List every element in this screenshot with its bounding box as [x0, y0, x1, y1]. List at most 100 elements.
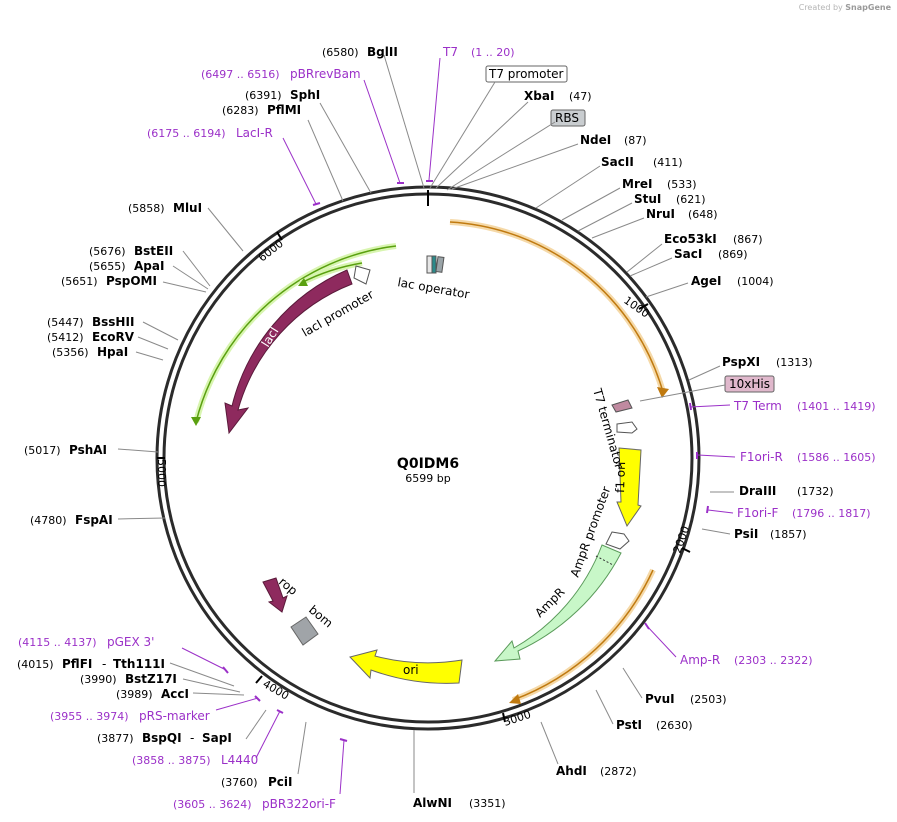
- enzyme-name-bstz17i[interactable]: BstZ17I: [125, 672, 177, 686]
- enzyme-name-psii[interactable]: PsiI: [734, 527, 758, 541]
- enzyme-name-ecorv[interactable]: EcoRV: [92, 330, 135, 344]
- primer-name-t7[interactable]: T7: [442, 45, 458, 59]
- enzyme-name-bsteii[interactable]: BstEII: [134, 244, 173, 258]
- t7-promoter-box[interactable]: [485, 65, 568, 83]
- enzyme-name-ahdi[interactable]: AhdI: [556, 764, 587, 778]
- leader-pvui: [622, 667, 643, 699]
- primer-name-t7-term[interactable]: T7 Term: [733, 399, 782, 413]
- primer-leader-laci-r: [282, 137, 317, 205]
- t7-terminator-feature[interactable]: [616, 421, 638, 434]
- leader-mrei: [561, 187, 621, 221]
- enzyme-name-ndei[interactable]: NdeI: [580, 133, 611, 147]
- enzyme-name-pshai[interactable]: PshAI: [69, 443, 107, 457]
- rbs-feature[interactable]: [435, 256, 445, 273]
- primer-name-f1ori-f[interactable]: F1ori-F: [737, 506, 778, 520]
- lac-operator-feature[interactable]: [431, 255, 437, 274]
- orf-arc-left-outer: [195, 245, 397, 423]
- leader-bsshii: [142, 321, 179, 341]
- enzyme-name-sphi[interactable]: SphI: [290, 88, 320, 102]
- leader-bsteii: [182, 250, 211, 287]
- ampr-feature[interactable]: [493, 544, 622, 662]
- primer-name-amp-r[interactable]: Amp-R: [680, 653, 720, 667]
- enzyme-name-bspqi[interactable]: BspQI: [142, 731, 182, 745]
- scale-ticks: [157, 231, 691, 723]
- ori-label: ori: [403, 663, 419, 677]
- enzyme-name-bsshii[interactable]: BssHII: [92, 315, 134, 329]
- bom-feature[interactable]: [290, 616, 319, 646]
- orf-arc-right-head: [657, 387, 669, 398]
- primer-leader-f1ori-f: [707, 509, 734, 514]
- enzyme-pos-pshai: (5017): [24, 444, 61, 457]
- enzyme-pos-pflfi: (4015): [17, 658, 54, 671]
- enzyme-name-bglii[interactable]: BglII: [367, 45, 398, 59]
- tick-label-6000: 6000: [256, 237, 286, 264]
- primer-name-pbrrevbam[interactable]: pBRrevBam: [290, 67, 361, 81]
- enzyme-name-hpai[interactable]: HpaI: [97, 345, 128, 359]
- enzyme-name-pcii[interactable]: PciI: [268, 775, 293, 789]
- tick-3000: [502, 712, 506, 723]
- laci-feature[interactable]: [224, 269, 353, 435]
- ori-feature[interactable]: [349, 649, 463, 684]
- enzyme-name-psti[interactable]: PstI: [616, 718, 642, 732]
- leader-mlui: [207, 207, 244, 252]
- primer-name-pbr322ori-f[interactable]: pBR322ori-F: [262, 797, 336, 811]
- enzyme-dash-sapi: -: [190, 731, 194, 745]
- primer-name-prs-marker[interactable]: pRS-marker: [139, 709, 210, 723]
- enzyme-name-xbai[interactable]: XbaI: [524, 89, 554, 103]
- enzyme-name-sapi[interactable]: SapI: [202, 731, 232, 745]
- enzyme-name-tth111i[interactable]: Tth111I: [113, 657, 165, 671]
- t7-promoter-label: T7 promoter: [488, 67, 564, 81]
- primer-mark-t7-term: [689, 402, 692, 411]
- f1-ori-feature[interactable]: [616, 447, 642, 528]
- enzyme-name-stui[interactable]: StuI: [634, 192, 661, 206]
- leader-eco53ki: [626, 243, 663, 273]
- primer-leader-amp-r: [645, 624, 677, 658]
- his-tag-box[interactable]: [724, 375, 775, 393]
- primer-name-laci-r[interactable]: LacI-R: [236, 126, 273, 140]
- primer-leader-pbrrevbam: [363, 79, 401, 184]
- enzyme-pos-ecorv: (5412): [47, 331, 84, 344]
- enzyme-pos-stui: (621): [676, 193, 706, 206]
- enzyme-name-draiii[interactable]: DraIII: [739, 484, 776, 498]
- leader-t7-promoter: [429, 81, 496, 189]
- ampr-promoter-feature[interactable]: [605, 531, 630, 550]
- enzyme-name-mrei[interactable]: MreI: [622, 177, 652, 191]
- enzyme-name-fspai[interactable]: FspAI: [75, 513, 113, 527]
- primer-range-prs-marker: (3955 .. 3974): [50, 710, 129, 723]
- enzyme-name-mlui[interactable]: MluI: [173, 201, 202, 215]
- rop-feature[interactable]: [262, 577, 288, 613]
- orf-arc-right: [449, 221, 664, 393]
- enzyme-name-pspomi[interactable]: PspOMI: [106, 274, 157, 288]
- enzyme-name-eco53ki[interactable]: Eco53kI: [664, 232, 717, 246]
- enzyme-dash-tth111i: -: [102, 657, 106, 671]
- enzyme-pos-mlui: (5858): [128, 202, 165, 215]
- enzyme-name-nrui[interactable]: NruI: [646, 207, 675, 221]
- leader-tth111i: [169, 662, 235, 687]
- leader-apai: [172, 265, 209, 290]
- primer-name-l4440[interactable]: L4440: [221, 753, 258, 767]
- enzyme-name-pflmi[interactable]: PflMI: [267, 103, 301, 117]
- laci-promoter-feature[interactable]: [353, 265, 371, 285]
- leader-rbs: [446, 121, 556, 191]
- enzyme-pos-sphi: (6391): [245, 89, 282, 102]
- enzyme-name-pflfi[interactable]: PflFI: [62, 657, 92, 671]
- enzyme-name-pspxi[interactable]: PspXI: [722, 355, 760, 369]
- primer-range-pbr322ori-f: (3605 .. 3624): [173, 798, 252, 811]
- enzyme-name-pvui[interactable]: PvuI: [645, 692, 675, 706]
- enzyme-name-apai[interactable]: ApaI: [134, 259, 164, 273]
- his-tag-feature[interactable]: [611, 399, 633, 413]
- rbs-box[interactable]: [550, 109, 586, 127]
- enzyme-name-agei[interactable]: AgeI: [691, 274, 721, 288]
- enzyme-pos-pspomi: (5651): [61, 275, 98, 288]
- enzyme-name-acci[interactable]: AccI: [161, 687, 189, 701]
- primer-leader-l4440: [255, 710, 281, 759]
- enzyme-name-alwni[interactable]: AlwNI: [413, 796, 452, 810]
- enzyme-pos-ndei: (87): [624, 134, 647, 147]
- primer-name-f1ori-r[interactable]: F1ori-R: [740, 450, 783, 464]
- enzyme-leaders: [117, 54, 734, 793]
- enzyme-name-saci[interactable]: SacI: [674, 247, 702, 261]
- enzyme-name-sacii[interactable]: SacII: [601, 155, 634, 169]
- primer-name-pgex3[interactable]: pGEX 3': [107, 635, 154, 649]
- leader-pshai: [117, 448, 159, 453]
- primer-mark-l4440: [276, 709, 284, 714]
